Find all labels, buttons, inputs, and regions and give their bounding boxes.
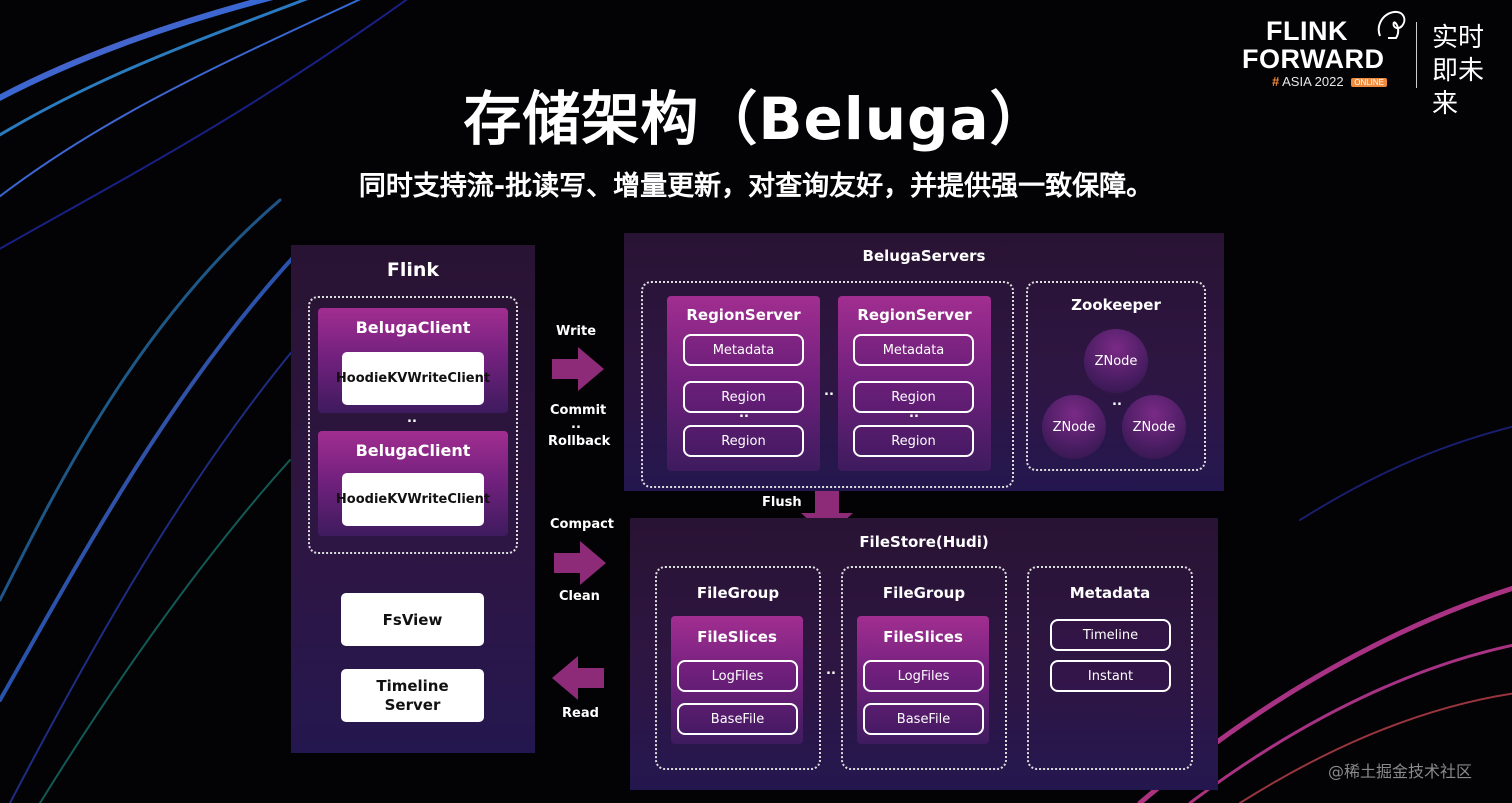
brand-slogan: 实时即未来 xyxy=(1432,23,1485,119)
region-ellipsis: .. xyxy=(739,406,749,421)
base-file-pill: BaseFile xyxy=(677,703,798,735)
flink-title: Flink xyxy=(386,259,440,281)
znode-circle: ZNode xyxy=(1122,395,1186,459)
metadata-pill: Metadata xyxy=(853,334,974,366)
file-slices-title: FileSlices xyxy=(883,628,963,646)
beluga-client-title: BelugaClient xyxy=(355,318,471,337)
flink-panel: Flink BelugaClient HoodieKVWriteClient .… xyxy=(291,245,535,753)
beluga-servers-title: BelugaServers xyxy=(862,247,986,265)
file-slices-box: FileSlices LogFiles BaseFile xyxy=(857,616,989,744)
flink-forward-logo: FLINK FORWARD # ASIA 2022 ONLINE 实时即未来 xyxy=(1236,10,1496,119)
file-groups-ellipsis: .. xyxy=(826,663,836,678)
brand-divider xyxy=(1416,22,1417,88)
file-slices-title: FileSlices xyxy=(697,628,777,646)
filestore-panel: FileStore(Hudi) FileGroup FileSlices Log… xyxy=(630,518,1218,790)
beluga-servers-panel: BelugaServers RegionServer Metadata Regi… xyxy=(624,233,1224,491)
brand-hash: # xyxy=(1272,74,1280,89)
brand-line-1: FLINK xyxy=(1266,16,1348,46)
base-file-pill: BaseFile xyxy=(863,703,984,735)
region-servers-group xyxy=(641,281,1014,488)
file-group-box: FileGroup FileSlices LogFiles BaseFile xyxy=(655,566,821,770)
arrow-down-icon xyxy=(801,491,853,537)
read-label: Read xyxy=(562,706,599,721)
fsview-box: FsView xyxy=(341,593,484,646)
arrow-right-icon xyxy=(554,541,606,585)
squirrel-logo-icon xyxy=(1377,10,1406,39)
timeline-pill: Timeline xyxy=(1050,619,1171,651)
metadata-title: Metadata xyxy=(1069,584,1151,602)
rollback-label: Rollback xyxy=(548,434,611,449)
arrow-left-icon xyxy=(552,656,604,700)
znode-ellipsis: .. xyxy=(1112,394,1122,409)
file-group-title: FileGroup xyxy=(882,584,966,602)
zookeeper-group: Zookeeper ZNode .. ZNode ZNode xyxy=(1026,281,1206,471)
region-pill: Region xyxy=(683,425,804,457)
flink-clients-ellipsis: .. xyxy=(407,411,417,426)
region-server-box: RegionServer Metadata Region .. Region xyxy=(667,296,820,471)
brand-line-2: FORWARD xyxy=(1242,44,1385,74)
beluga-client-title: BelugaClient xyxy=(355,441,471,460)
brand-event: # ASIA 2022 ONLINE xyxy=(1272,74,1388,89)
region-server-title: RegionServer xyxy=(686,306,801,324)
file-group-title: FileGroup xyxy=(696,584,780,602)
watermark: @稀土掘金技术社区 xyxy=(1328,762,1473,781)
region-pill: Region xyxy=(683,381,804,413)
arrow-right-icon xyxy=(552,347,604,391)
metadata-group-box: Metadata Timeline Instant xyxy=(1027,566,1193,770)
znode-circle: ZNode xyxy=(1084,329,1148,393)
clean-label: Clean xyxy=(559,589,600,604)
zookeeper-title: Zookeeper xyxy=(1071,296,1161,314)
metadata-pill: Metadata xyxy=(683,334,804,366)
hoodie-kv-write-client: HoodieKVWriteClient xyxy=(336,473,490,526)
instant-pill: Instant xyxy=(1050,660,1171,692)
flush-label: Flush xyxy=(762,495,802,510)
page-title: 存储架构（Beluga） xyxy=(463,85,1049,153)
write-label: Write xyxy=(556,324,597,339)
beluga-client-box: BelugaClient HoodieKVWriteClient xyxy=(318,431,508,536)
region-server-box: RegionServer Metadata Region .. Region xyxy=(838,296,991,471)
commit-rollback-ellipsis: .. xyxy=(571,417,581,432)
log-files-pill: LogFiles xyxy=(677,660,798,692)
hoodie-kv-write-client: HoodieKVWriteClient xyxy=(336,352,490,405)
region-ellipsis: .. xyxy=(909,406,919,421)
file-slices-box: FileSlices LogFiles BaseFile xyxy=(671,616,803,744)
filestore-title: FileStore(Hudi) xyxy=(859,533,989,551)
commit-label: Commit xyxy=(550,403,607,418)
region-server-title: RegionServer xyxy=(857,306,972,324)
log-files-pill: LogFiles xyxy=(863,660,984,692)
timeline-server-box: Timeline Server xyxy=(341,669,484,722)
brand-online-badge: ONLINE xyxy=(1351,78,1388,88)
beluga-client-box: BelugaClient HoodieKVWriteClient xyxy=(318,308,508,413)
region-servers-ellipsis: .. xyxy=(824,384,834,399)
znode-circle: ZNode xyxy=(1042,395,1106,459)
region-pill: Region xyxy=(853,425,974,457)
file-group-box: FileGroup FileSlices LogFiles BaseFile xyxy=(841,566,1007,770)
page-subtitle: 同时支持流-批读写、增量更新，对查询友好，并提供强一致保障。 xyxy=(358,171,1154,202)
flink-clients-group xyxy=(308,296,518,554)
compact-label: Compact xyxy=(550,517,615,532)
region-pill: Region xyxy=(853,381,974,413)
brand-event-text: ASIA 2022 xyxy=(1282,74,1344,89)
